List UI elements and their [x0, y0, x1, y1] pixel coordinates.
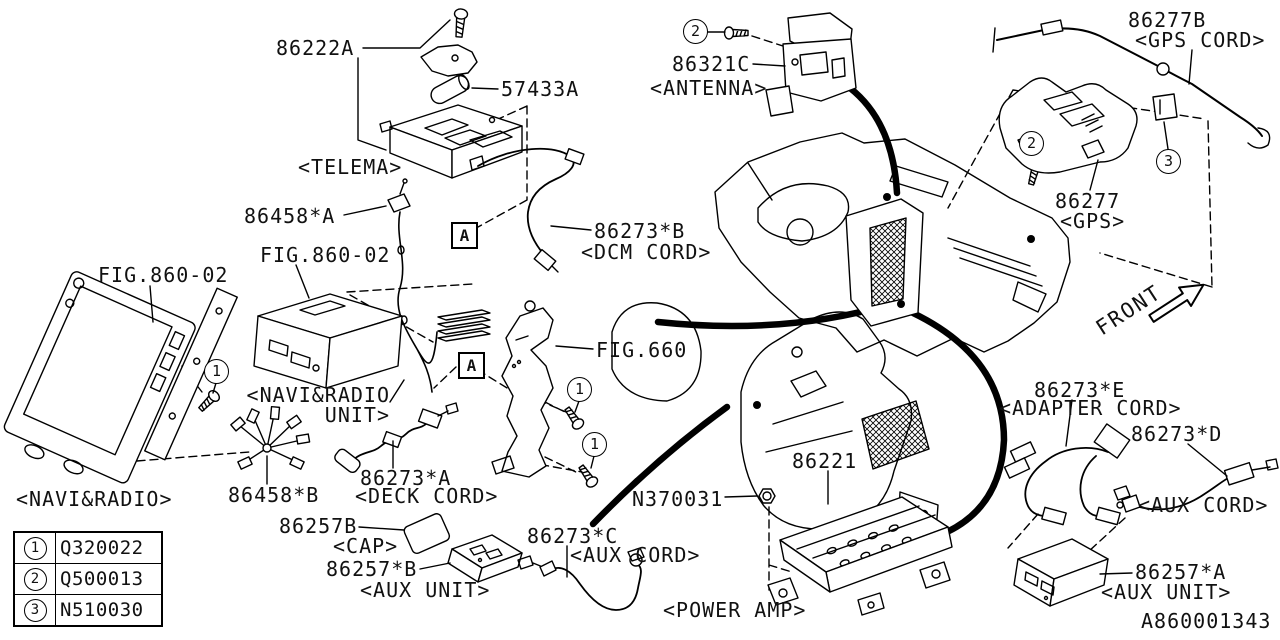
- part-code-telema-bracket: 86222A: [276, 36, 355, 60]
- callout-3-gps-clip: 3: [1156, 149, 1181, 174]
- caption-antenna: <ANTENNA>: [650, 76, 768, 100]
- power-amp-drawing: [724, 470, 953, 616]
- deck-cord-drawing: [334, 402, 459, 474]
- part-code-nut: N370031: [632, 487, 724, 511]
- part-code-feeder-b: 86458*B: [228, 483, 320, 507]
- caption-aux-cord-d: <AUX CORD>: [1138, 493, 1269, 517]
- caption-navi-radio: <NAVI&RADIO>: [16, 487, 173, 511]
- caption-deck-cord: <DECK CORD>: [355, 484, 499, 508]
- callout-1-bracket-screw-lower: 1: [582, 432, 607, 457]
- caption-gps-cord: <GPS CORD>: [1135, 28, 1266, 52]
- telema-unit-drawing: [357, 8, 523, 179]
- stacked-plates-drawing: [437, 309, 491, 342]
- legend-code-3: N510030: [60, 599, 144, 621]
- legend-callout-3-number: 3: [23, 598, 47, 622]
- front-arrow-icon: [1148, 283, 1205, 323]
- antenna-feeder-a-drawing: [343, 178, 438, 393]
- aux-unit-b-group-drawing: [358, 513, 645, 611]
- legend-callout-2: 2: [15, 564, 56, 594]
- caption-aux-cord-c: <AUX CORD>: [570, 543, 701, 567]
- caption-gps: <GPS>: [1060, 209, 1126, 233]
- fig-ref-860-02-left: FIG.860-02: [98, 263, 229, 287]
- legend-callout-2-number: 2: [23, 567, 47, 591]
- callout-1-navi-screw: 1: [204, 359, 229, 384]
- part-code-aux-unit-b: 86257*B: [326, 557, 418, 581]
- caption-telema: <TELEMA>: [298, 155, 403, 179]
- part-code-dcm-cord: 86273*B: [594, 219, 686, 243]
- navi-radio-unit-drawing: [253, 264, 405, 403]
- part-code-adapter-cord: 86273*E: [1034, 378, 1126, 402]
- section-a-marker-top: A: [451, 222, 478, 249]
- legend-row: 1 Q320022: [15, 533, 161, 564]
- caption-aux-unit-b: <AUX UNIT>: [360, 578, 491, 602]
- pad-cylinder: [430, 74, 470, 105]
- caption-cap: <CAP>: [333, 534, 399, 558]
- caption-navi-radio-unit-line2: UNIT>: [324, 403, 390, 427]
- part-code-aux-cord-d: 86273*D: [1131, 422, 1223, 446]
- caption-dcm-cord: <DCM CORD>: [581, 240, 712, 264]
- dashboard-drawing: [714, 132, 1071, 357]
- bracket-fig660-drawing: [491, 300, 594, 478]
- fig-ref-860-02-mid: FIG.860-02: [260, 243, 391, 267]
- part-code-cap: 86257B: [279, 514, 358, 538]
- fastener-legend-table: 1 Q320022 2 Q500013 3 N510030: [13, 531, 163, 627]
- part-code-aux-unit-a: 86257*A: [1135, 560, 1227, 584]
- mount-point-dots: [753, 193, 1035, 409]
- diagram-id: A860001343: [1141, 609, 1272, 633]
- legend-row: 3 N510030: [15, 595, 161, 625]
- section-a-marker-bottom: A: [458, 352, 485, 379]
- part-code-pad: 57433A: [501, 77, 580, 101]
- callout-1-bracket-screw-upper: 1: [567, 377, 592, 402]
- callout-2-antenna-screw: 2: [683, 19, 708, 44]
- legend-callout-1: 1: [15, 533, 56, 563]
- legend-row: 2 Q500013: [15, 564, 161, 595]
- part-code-power-amp: 86221: [792, 449, 858, 473]
- navi-radio-display-drawing: [3, 271, 238, 484]
- caption-adapter-cord: <ADAPTER CORD>: [999, 396, 1182, 420]
- caption-aux-unit-a: <AUX UNIT>: [1101, 580, 1232, 604]
- part-code-antenna: 86321C: [672, 52, 751, 76]
- legend-code-2: Q500013: [60, 568, 144, 590]
- antenna-unit-drawing: [752, 12, 857, 117]
- legend-callout-1-number: 1: [23, 536, 47, 560]
- nut-icon: [758, 488, 776, 504]
- screw-icon: [453, 8, 469, 38]
- part-code-deck-cord: 86273*A: [360, 466, 452, 490]
- gps-cord-drawing: [992, 19, 1271, 149]
- legend-code-1: Q320022: [60, 537, 144, 559]
- part-code-gps-cord: 86277B: [1128, 8, 1207, 32]
- caption-navi-radio-unit-line1: <NAVI&RADIO: [246, 383, 390, 407]
- antenna-feeder-b-drawing: [230, 405, 311, 485]
- caption-power-amp: <POWER AMP>: [663, 598, 807, 622]
- callout-2-gps-screw: 2: [1019, 131, 1044, 156]
- legend-callout-3: 3: [15, 595, 56, 625]
- dcm-cord-drawing: [477, 147, 592, 273]
- part-code-gps: 86277: [1055, 189, 1121, 213]
- part-code-feeder-a: 86458*A: [244, 204, 336, 228]
- part-code-aux-cord-c: 86273*C: [527, 524, 619, 548]
- console-drawing: [611, 302, 930, 530]
- adapter-aux-group-drawing: [1003, 399, 1279, 607]
- fig-ref-660: FIG.660: [596, 338, 688, 362]
